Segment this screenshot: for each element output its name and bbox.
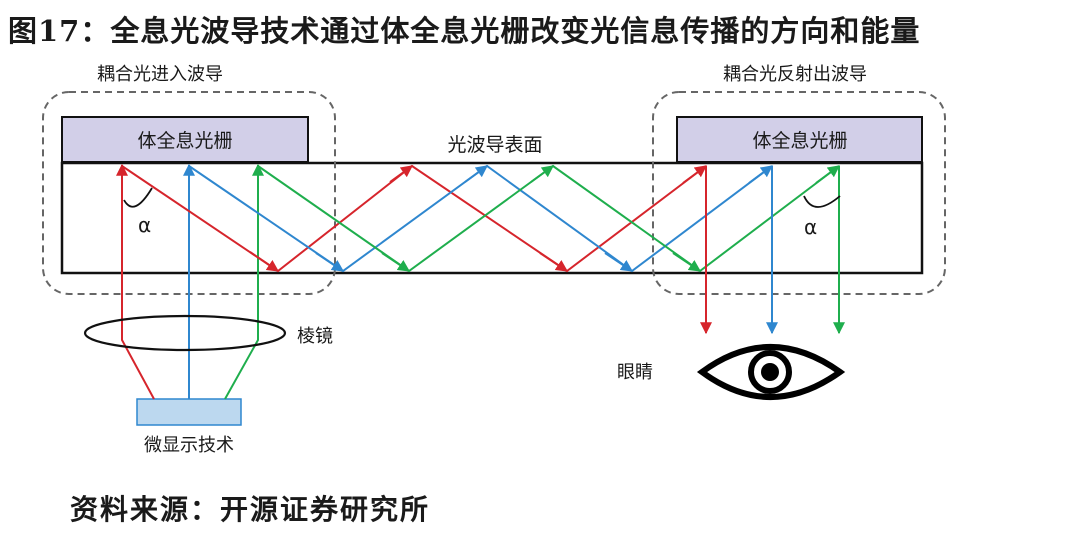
arrow-red-1 [249,251,279,272]
arrow-blue-4 [748,165,773,184]
microdisplay-block [136,398,242,426]
arrow-red-2 [389,165,413,183]
arrow-red-4 [682,165,707,184]
ray-green-input [224,163,264,400]
angle-arc-left [123,187,153,208]
grating-right [676,116,923,163]
waveguide-slab [60,161,924,275]
arrow-blue-3 [604,252,633,272]
figure-title: 图17：全息光波导技术通过体全息光栅改变光信息传播的方向和能量 [8,14,921,48]
grating-right-label: 体全息光栅 [752,130,847,152]
angle-symbol-right: α [804,215,817,239]
coupling-out-box [652,91,946,295]
prism-lens [83,314,287,352]
arrow-green-2 [530,165,554,183]
grating-left [61,116,309,163]
coupling-in-label: 耦合光进入波导 [97,64,223,85]
eye-icon [696,344,846,400]
prism-label: 棱镜 [297,326,333,347]
arrow-blue-1 [315,252,344,272]
ray-red-input [116,163,155,400]
waveguide-surface-label: 光波导表面 [447,134,542,156]
coupling-out-label: 耦合光反射出波导 [723,64,867,85]
angle-arc-right [803,195,841,208]
microdisplay-label: 微显示技术 [144,435,234,456]
eye-label: 眼睛 [617,362,653,383]
arrow-green-4 [815,165,840,184]
angle-symbol-left: α [138,213,151,237]
arrow-green-3 [672,252,701,272]
arrow-green-1 [381,252,410,272]
figure-source: 资料来源：开源证券研究所 [70,493,431,526]
grating-left-label: 体全息光栅 [137,130,232,152]
arrow-red-3 [539,252,568,272]
arrow-blue-2 [464,165,488,183]
